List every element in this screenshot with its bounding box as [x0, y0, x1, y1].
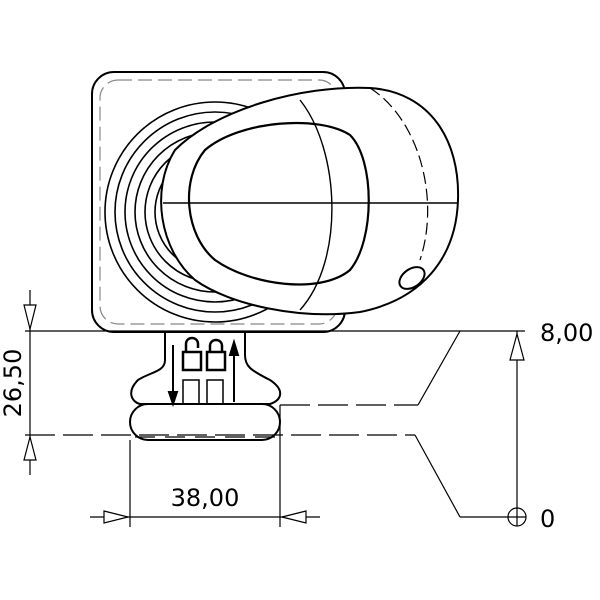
- level-top-label: 8,00: [540, 319, 593, 347]
- rotary-knob: [160, 86, 460, 316]
- direction-arrows-icon: [167, 338, 240, 408]
- width-dimension-label: 38,00: [171, 484, 240, 512]
- height-dimension-label: 26,50: [0, 349, 27, 418]
- level-zero-label: 0: [540, 505, 555, 533]
- connector-body: [129, 332, 282, 441]
- lock-icon: [181, 336, 227, 405]
- dimension-lines: [23, 290, 527, 527]
